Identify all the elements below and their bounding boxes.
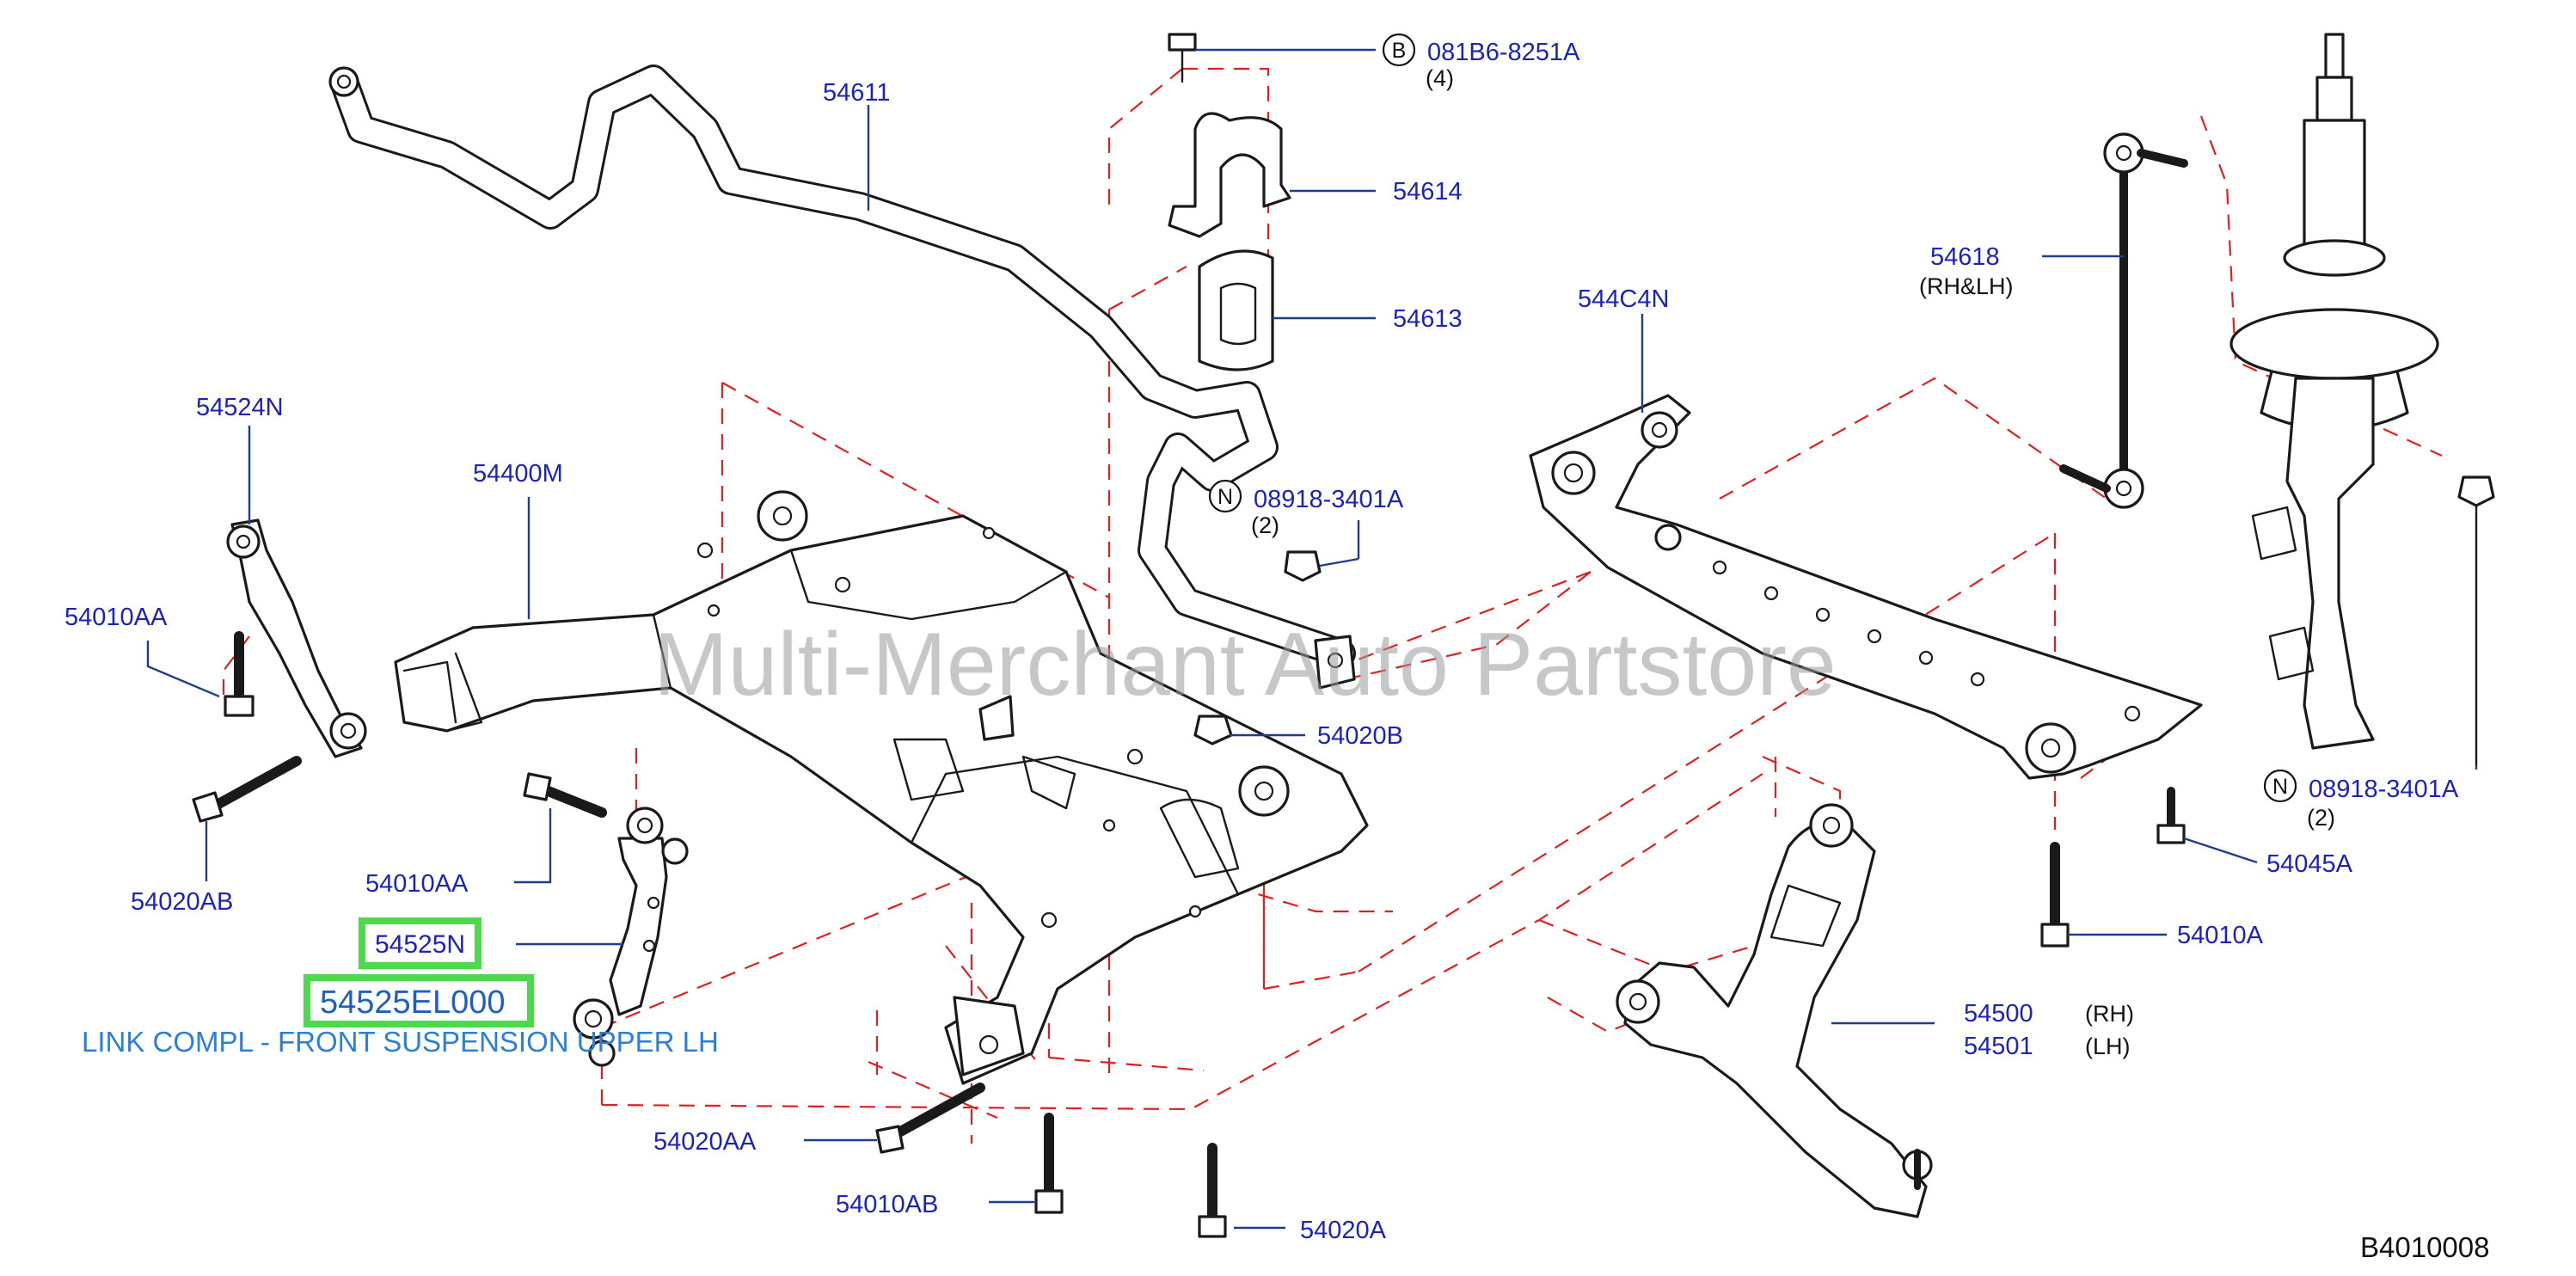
part-label-54500[interactable]: 54500: [1964, 1000, 2033, 1028]
front-crossmember-drawing: [394, 490, 1369, 1085]
part-note-54618: (RH&LH): [1919, 273, 2014, 299]
svg-text:N: N: [1217, 485, 1233, 509]
part-qty-08918-upper: (2): [1251, 512, 1279, 538]
part-label-54020aa[interactable]: 54020AA: [653, 1128, 757, 1156]
part-side-54501: (LH): [2085, 1034, 2131, 1059]
part-label-54020a[interactable]: 54020A: [1300, 1217, 1387, 1244]
part-label-54524n[interactable]: 54524N: [196, 394, 284, 421]
callout-marker-n-upper: N: [1208, 479, 1242, 513]
part-label-54613[interactable]: 54613: [1393, 305, 1463, 333]
part-label-08918-3401a-upper[interactable]: 08918-3401A: [1254, 486, 1404, 513]
highlight-box-54525n: [359, 917, 481, 969]
part-label-544c4n[interactable]: 544C4N: [1578, 285, 1669, 313]
stabilizer-bar-drawing: [328, 64, 1356, 690]
part-number-54525el000[interactable]: 54525EL000: [320, 985, 506, 1021]
part-description: LINK COMPL - FRONT SUSPENSION UPPER LH: [82, 1026, 719, 1058]
part-label-54010aa-mid[interactable]: 54010AA: [365, 870, 469, 898]
stabilizer-link-drawing: [2059, 132, 2188, 509]
part-label-54400m[interactable]: 54400M: [473, 460, 563, 488]
svg-text:B: B: [1392, 39, 1407, 63]
clamp-and-bushing-drawing: [1168, 33, 1291, 371]
part-label-081b6-8251a[interactable]: 081B6-8251A: [1427, 39, 1580, 66]
part-label-54045a[interactable]: 54045A: [2266, 850, 2353, 878]
part-qty-08918-lower: (2): [2307, 805, 2335, 831]
leader-lines: [146, 48, 2478, 1230]
part-label-54618[interactable]: 54618: [1930, 243, 2000, 271]
callout-marker-n-lower: N: [2263, 769, 2297, 803]
part-label-54010a[interactable]: 54010A: [2177, 922, 2264, 949]
bolts-and-nuts-drawing: [192, 518, 1322, 1238]
part-label-54525n[interactable]: 54525N: [375, 930, 465, 959]
part-label-54614[interactable]: 54614: [1393, 178, 1463, 206]
part-label-08918-3401a-lower[interactable]: 08918-3401A: [2309, 776, 2459, 803]
part-label-54010aa-top[interactable]: 54010AA: [64, 604, 168, 631]
lower-arm-drawing: [1616, 803, 1933, 1218]
part-side-54500: (RH): [2085, 1001, 2134, 1027]
highlight-box-54525el000: [304, 974, 534, 1028]
part-label-54020b[interactable]: 54020B: [1317, 722, 1403, 750]
part-label-54501[interactable]: 54501: [1964, 1033, 2033, 1060]
part-label-54611[interactable]: 54611: [823, 79, 891, 107]
diagram-code: B4010008: [2360, 1231, 2489, 1263]
callout-marker-b: B: [1382, 33, 1416, 67]
part-label-54010ab[interactable]: 54010AB: [836, 1191, 938, 1218]
member-544c4n-drawing: [1529, 394, 2203, 948]
assembly-guide-lines: [222, 67, 2443, 1144]
part-qty-081b6: (4): [1426, 65, 1454, 91]
strut-drawing: [2229, 33, 2495, 767]
svg-text:N: N: [2272, 775, 2288, 799]
watermark-text: Multi-Merchant Auto Partstore: [653, 615, 1837, 715]
part-label-54020ab[interactable]: 54020AB: [131, 888, 233, 916]
